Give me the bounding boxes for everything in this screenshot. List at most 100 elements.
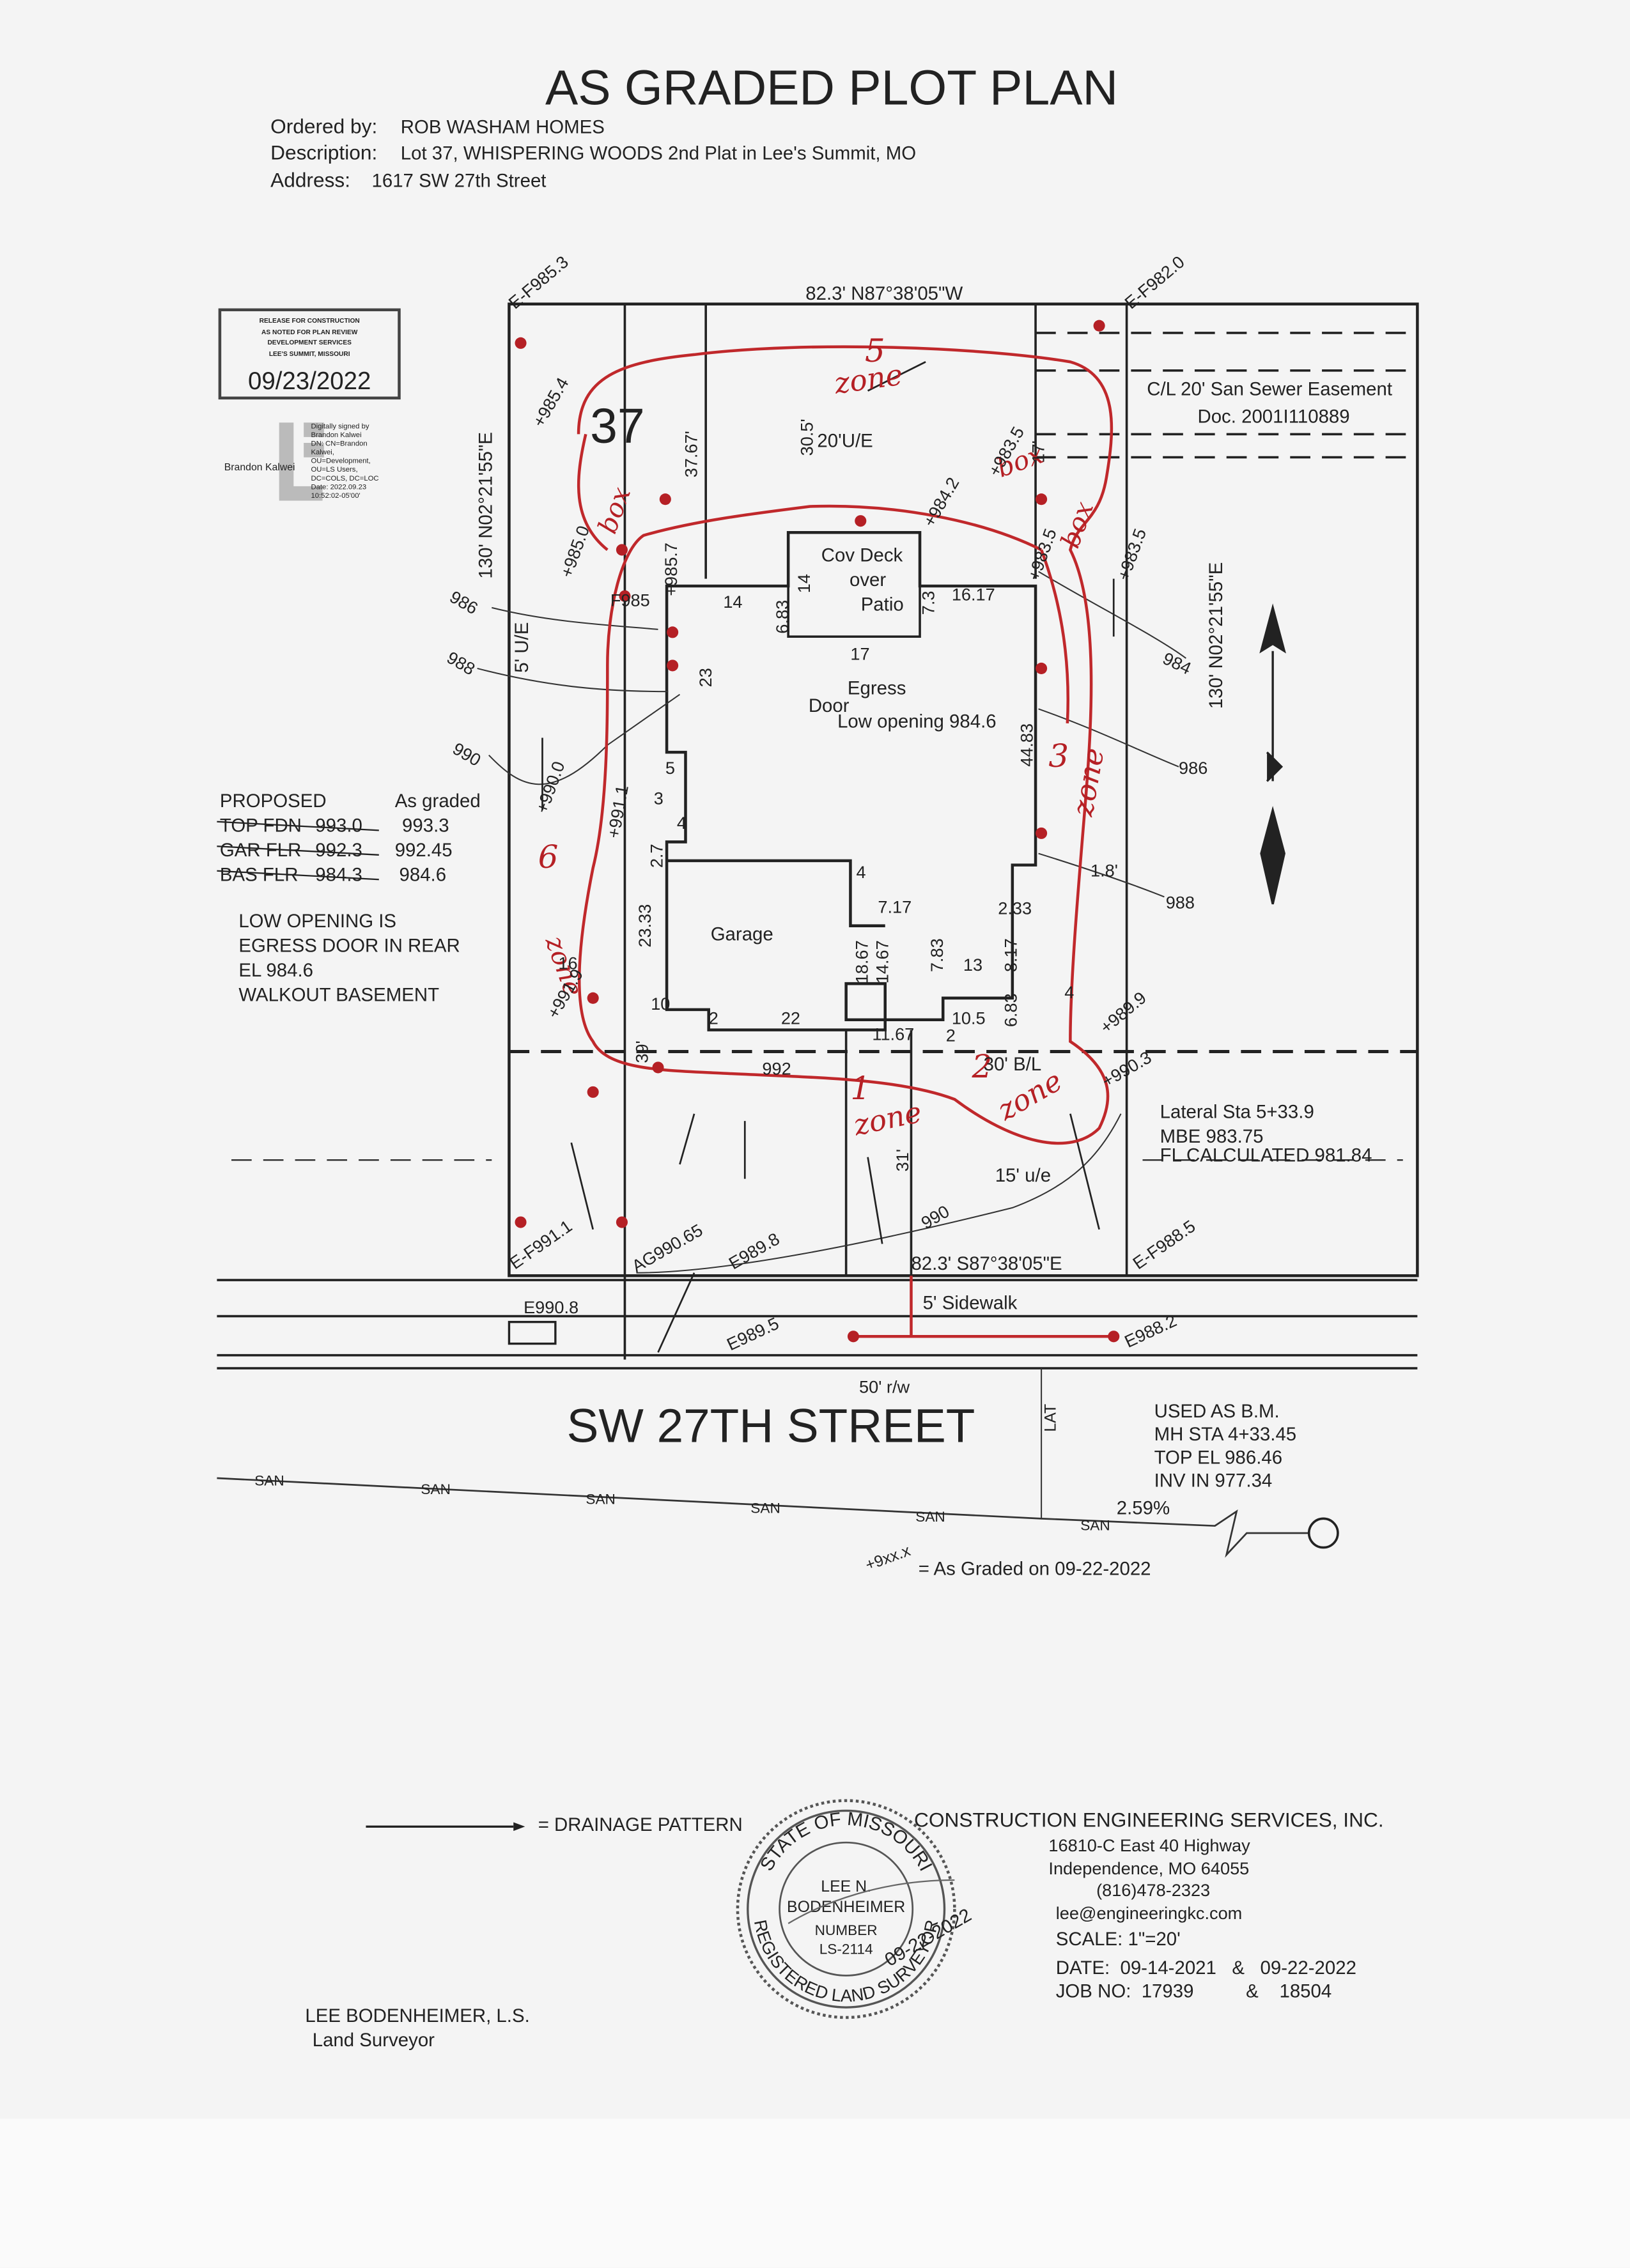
dimension: 3: [654, 789, 664, 808]
company-block: CONSTRUCTION ENGINEERING SERVICES, INC. …: [914, 1808, 1384, 2002]
benchmark-line: INV IN 977.34: [1154, 1470, 1273, 1492]
signature-detail: Date: 2022.09.23: [311, 483, 366, 491]
stamp-line: DEVELOPMENT SERVICES: [267, 339, 352, 346]
dimension: 5: [665, 758, 675, 778]
signature-detail: OU=Development,: [311, 458, 370, 465]
garage-label: Garage: [711, 923, 773, 945]
seal-number: NUMBER: [815, 1922, 878, 1938]
dimension: 23: [695, 668, 715, 687]
note-line: WALKOUT BASEMENT: [238, 984, 439, 1005]
dimension: 6.83: [772, 600, 792, 634]
row-graded: 984.6: [399, 865, 446, 886]
lot-number: 37: [590, 399, 645, 454]
signer-name: Brandon Kalwei: [224, 462, 295, 473]
bearing-west: 130' N02°21'55"E: [475, 432, 496, 579]
cov-deck-label: Cov Deck: [821, 544, 903, 566]
san-label: SAN: [421, 1481, 451, 1497]
ue-20-label: 20'U/E: [817, 431, 873, 452]
signature-detail: DC=COLS, DC=LOC: [311, 475, 378, 482]
house-footprint: [665, 530, 1037, 1031]
dimension: 31': [892, 1149, 912, 1171]
row-graded: 992.45: [395, 840, 453, 861]
release-stamp: RELEASE FOR CONSTRUCTION AS NOTED FOR PL…: [218, 308, 401, 400]
description-label: Description:: [270, 141, 377, 164]
dimension: 2.7: [646, 844, 666, 868]
drainage-arrows: [541, 361, 1115, 1353]
row-graded: 993.3: [402, 815, 449, 837]
dimension: 2: [946, 1026, 956, 1045]
contour-label: 986: [1179, 758, 1207, 778]
description: Lot 37, WHISPERING WOODS 2nd Plat in Lee…: [401, 143, 916, 164]
stamp-line: LEE'S SUMMIT, MISSOURI: [269, 351, 350, 358]
san-label: SAN: [915, 1509, 945, 1525]
bearing-east: 130' N02°21'55"E: [1206, 562, 1227, 709]
surveyor-title: Land Surveyor: [313, 2030, 435, 2051]
plan-linework: [217, 302, 1419, 1558]
dimension: 7.3: [919, 590, 938, 615]
sewer-slope: 2.59%: [1117, 1498, 1170, 1519]
sewer-labels: SAN SAN SAN SAN SAN SAN: [254, 1472, 1110, 1533]
dimension: 14.67: [872, 940, 892, 984]
dimension: 10.5: [952, 1008, 986, 1028]
building-line-label: 30' B/L: [984, 1054, 1042, 1075]
dimension: 6.83: [1001, 993, 1021, 1027]
stamp-line: AS NOTED FOR PLAN REVIEW: [261, 329, 358, 336]
notes: LOW OPENING IS EGRESS DOOR IN REAR EL 98…: [238, 911, 460, 1005]
dimension: 2: [709, 1008, 718, 1028]
easement-label: C/L 20' San Sewer Easement: [1147, 378, 1392, 399]
san-label: SAN: [1080, 1517, 1110, 1533]
dimension: 39': [632, 1040, 652, 1063]
ue-15-label: 15' u/e: [995, 1165, 1051, 1186]
proposed-header: PROPOSED: [220, 791, 327, 812]
dimension: 4: [1064, 982, 1074, 1002]
company-address: 16810-C East 40 Highway: [1048, 1835, 1250, 1855]
graded-key: = As Graded on 09-22-2022: [919, 1559, 1151, 1580]
drainage-legend: = DRAINAGE PATTERN: [366, 1814, 743, 1835]
elevation: +985.7: [661, 543, 681, 596]
surveyor-name: LEE BODENHEIMER, L.S.: [305, 2005, 529, 2026]
bearing-south: 82.3' S87°38'05"E: [911, 1253, 1062, 1274]
address: 1617 SW 27th Street: [371, 170, 546, 191]
note-line: EGRESS DOOR IN REAR: [238, 935, 460, 956]
signature-detail: 10:52:02-05'00': [311, 492, 360, 500]
note-line: EL 984.6: [238, 960, 313, 981]
ue-5-label: 5' U/E: [511, 622, 532, 673]
dimension: 16.17: [952, 585, 995, 605]
elevation: E990.8: [524, 1297, 578, 1317]
zone-number: 5: [865, 332, 885, 369]
signature-detail: Digitally signed by: [311, 422, 369, 430]
dimension: 10: [651, 994, 670, 1014]
dimension: 30.5': [797, 419, 817, 456]
dimension: 17: [850, 644, 869, 663]
dates: DATE: 09-14-2021 & 09-22-2022: [1056, 1957, 1356, 1979]
easement-doc: Doc. 2001I110889: [1197, 406, 1349, 427]
dimension: 17': [1028, 440, 1048, 463]
dimension: 14: [723, 592, 742, 612]
graded-header: As graded: [395, 791, 481, 812]
manhole-icon: [1307, 1517, 1339, 1549]
company-email: lee@engineeringkc.com: [1056, 1903, 1243, 1923]
signature-detail: DN: CN=Brandon: [311, 440, 367, 447]
dimension: 44.83: [1017, 723, 1037, 767]
street-name: SW 27TH STREET: [567, 1398, 975, 1452]
dimension: 14: [794, 574, 814, 593]
lat-label: LAT: [1042, 1404, 1060, 1432]
san-label: SAN: [750, 1500, 780, 1516]
dimension: 7.17: [878, 897, 912, 916]
seal-number: LS-2114: [819, 1941, 873, 1957]
signature-detail: OU=LS Users,: [311, 466, 357, 474]
stamp-date: 09/23/2022: [248, 367, 371, 395]
dimension: 18.67: [852, 940, 872, 984]
elevation: F985: [610, 590, 650, 610]
dimension: 11.67: [872, 1024, 914, 1044]
dimension: 16: [558, 953, 577, 973]
contour-label: 988: [1166, 893, 1195, 913]
bearing-north: 82.3' N87°38'05"W: [805, 283, 963, 304]
zone-number: 6: [538, 838, 559, 876]
elevations-table: PROPOSED As graded TOP FDN 993.0 993.3 G…: [217, 791, 481, 886]
row-proposed: 993.0: [315, 815, 362, 837]
zone-number: 3: [1048, 737, 1069, 775]
row-label: 50' r/w: [859, 1377, 910, 1397]
dimension: 2.33: [998, 899, 1032, 918]
